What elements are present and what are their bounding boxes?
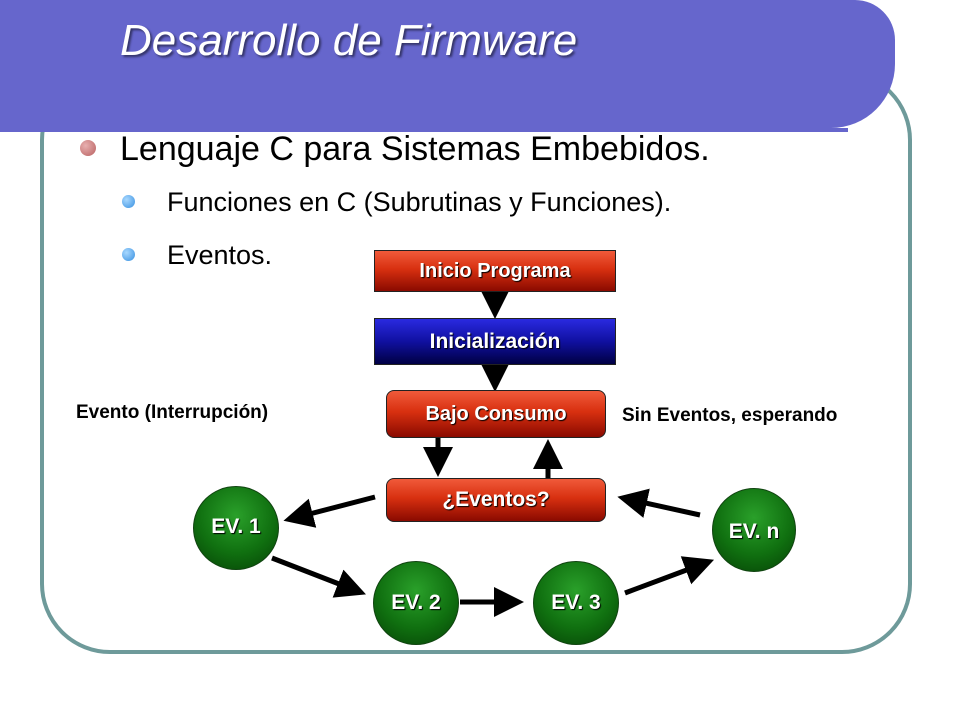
eventos-decision-box: ¿Eventos? bbox=[386, 478, 606, 522]
inicializacion-box: Inicialización bbox=[374, 318, 616, 365]
title-underline bbox=[0, 128, 848, 132]
event-circle-1: EV. 1 bbox=[193, 486, 279, 570]
arrow-ev3-to-evn bbox=[624, 556, 715, 596]
arrow-eventos-to-ev1 bbox=[283, 494, 376, 528]
bullet-text: Lenguaje C para Sistemas Embebidos. bbox=[120, 130, 710, 168]
sub-bullet-item: Funciones en C (Subrutinas y Funciones). bbox=[122, 187, 671, 218]
bullet-dot-icon bbox=[122, 195, 135, 209]
bullet-dot-icon bbox=[80, 140, 96, 157]
arrow-evn-to-eventos bbox=[617, 488, 701, 518]
sub-bullet-text: Eventos. bbox=[167, 240, 273, 270]
arrow-ev1-to-ev2 bbox=[271, 555, 366, 598]
sub-bullet-item: Eventos. bbox=[122, 240, 272, 271]
event-circle-2: EV. 2 bbox=[373, 561, 459, 645]
bullet-dot-icon bbox=[122, 248, 135, 262]
bajo-consumo-box: Bajo Consumo bbox=[386, 390, 606, 438]
inicio-programa-box: Inicio Programa bbox=[374, 250, 616, 292]
bullet-item: Lenguaje C para Sistemas Embebidos. bbox=[80, 130, 710, 169]
title-bar: Desarrollo de Firmware bbox=[0, 0, 895, 128]
slide-title: Desarrollo de Firmware bbox=[120, 16, 578, 65]
event-circle-n: EV. n bbox=[712, 488, 796, 572]
sin-eventos-label: Sin Eventos, esperando bbox=[622, 405, 838, 426]
sub-bullet-text: Funciones en C (Subrutinas y Funciones). bbox=[167, 187, 672, 217]
evento-interrupcion-label: Evento (Interrupción) bbox=[76, 402, 269, 423]
event-circle-3: EV. 3 bbox=[533, 561, 619, 645]
